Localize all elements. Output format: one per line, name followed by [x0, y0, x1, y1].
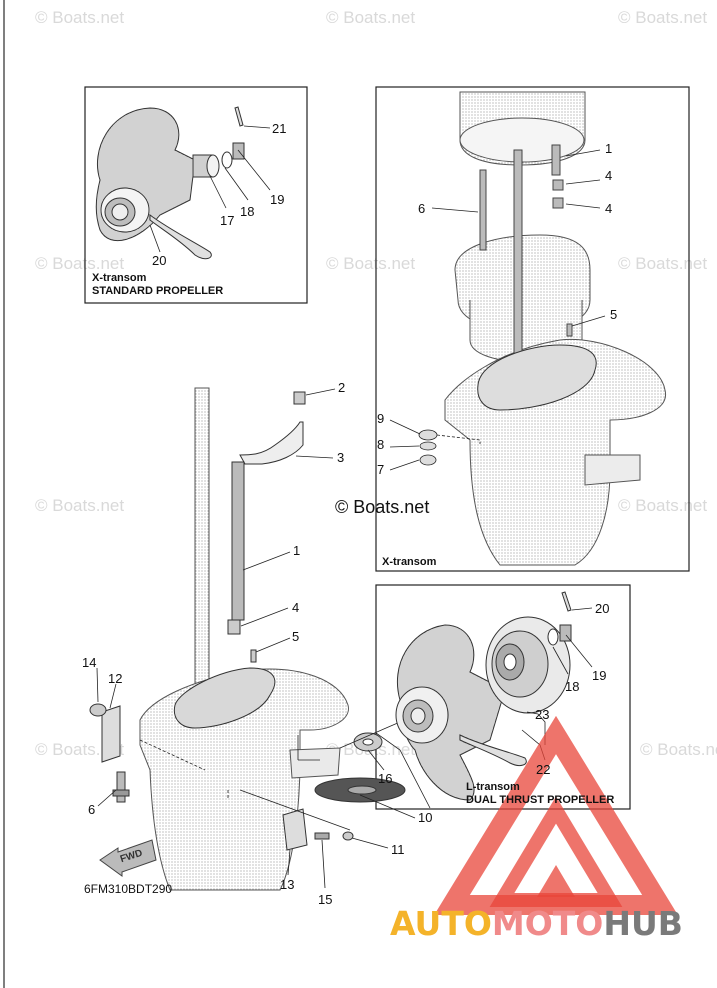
brand-moto: MOTO [491, 904, 604, 943]
callout-11: 11 [391, 842, 405, 857]
callout-21: 20 [152, 253, 167, 268]
callout-8: 8 [377, 437, 385, 452]
callout-16: 16 [378, 771, 393, 786]
standard-propeller-inset-frame [84, 86, 308, 304]
callout-5: 5 [610, 307, 618, 322]
brand-hub: HUB [603, 904, 683, 943]
caption-line: X-transom [92, 272, 147, 284]
automotohub-logo-icon [434, 715, 678, 915]
callout-14: 15 [318, 892, 333, 907]
callout-23: 23 [535, 707, 550, 722]
callout-1: 1 [605, 141, 613, 156]
standard-propeller-caption: X-transom STANDARD PROPELLER [92, 272, 223, 298]
callout-6: 6 [418, 201, 426, 216]
callout-15: 14 [82, 655, 97, 670]
x-transom-inset-frame [375, 86, 690, 572]
x-transom-caption: X-transom [382, 556, 437, 568]
callout-10: 10 [418, 810, 433, 825]
callout-20: 20 [595, 601, 610, 616]
callout-18: 18 [240, 204, 255, 219]
automotohub-wordmark: AUTOMOTOHUB [390, 904, 683, 943]
callout-22: 22 [536, 762, 551, 777]
watermark: © Boats.net [35, 8, 125, 27]
caption-line: L-transom [466, 781, 520, 793]
callout-2: 2 [338, 380, 346, 395]
watermark: © Boats.net [35, 496, 125, 515]
callout-4: 4 [292, 600, 300, 615]
watermark: © Boats.net [326, 254, 416, 273]
diagram-code: 6FM310BDT290 [84, 882, 173, 896]
watermark: © Boats.net [640, 740, 717, 759]
caption-line: STANDARD PROPELLER [92, 285, 224, 297]
callout-4: 4 [605, 168, 613, 183]
dual-thrust-caption: L-transom DUAL THRUST PROPELLER [466, 781, 614, 807]
callout-5: 5 [292, 629, 300, 644]
callout-18: 18 [565, 679, 580, 694]
center-watermark: © Boats.net [335, 497, 430, 517]
callout-7: 7 [377, 462, 385, 477]
callout-4: 4 [605, 201, 613, 216]
watermark: © Boats.net [35, 254, 125, 273]
callout-12: 13 [280, 877, 295, 892]
caption-line: DUAL THRUST PROPELLER [466, 794, 615, 806]
brand-auto: AUTO [390, 904, 492, 943]
callout-20: 21 [272, 121, 287, 136]
callout-9: 9 [377, 411, 385, 426]
callout-13: 12 [108, 671, 123, 686]
callout-3: 3 [337, 450, 345, 465]
watermark: © Boats.net [618, 254, 708, 273]
callout-19: 19 [592, 668, 607, 683]
callout-19: 19 [270, 192, 285, 207]
watermark: © Boats.net [326, 8, 416, 27]
callout-6: 6 [88, 802, 96, 817]
callout-1: 1 [293, 543, 301, 558]
watermark: © Boats.net [618, 8, 708, 27]
fwd-arrow-icon [99, 839, 157, 877]
callout-17: 17 [220, 213, 235, 228]
watermark: © Boats.net [618, 496, 708, 515]
